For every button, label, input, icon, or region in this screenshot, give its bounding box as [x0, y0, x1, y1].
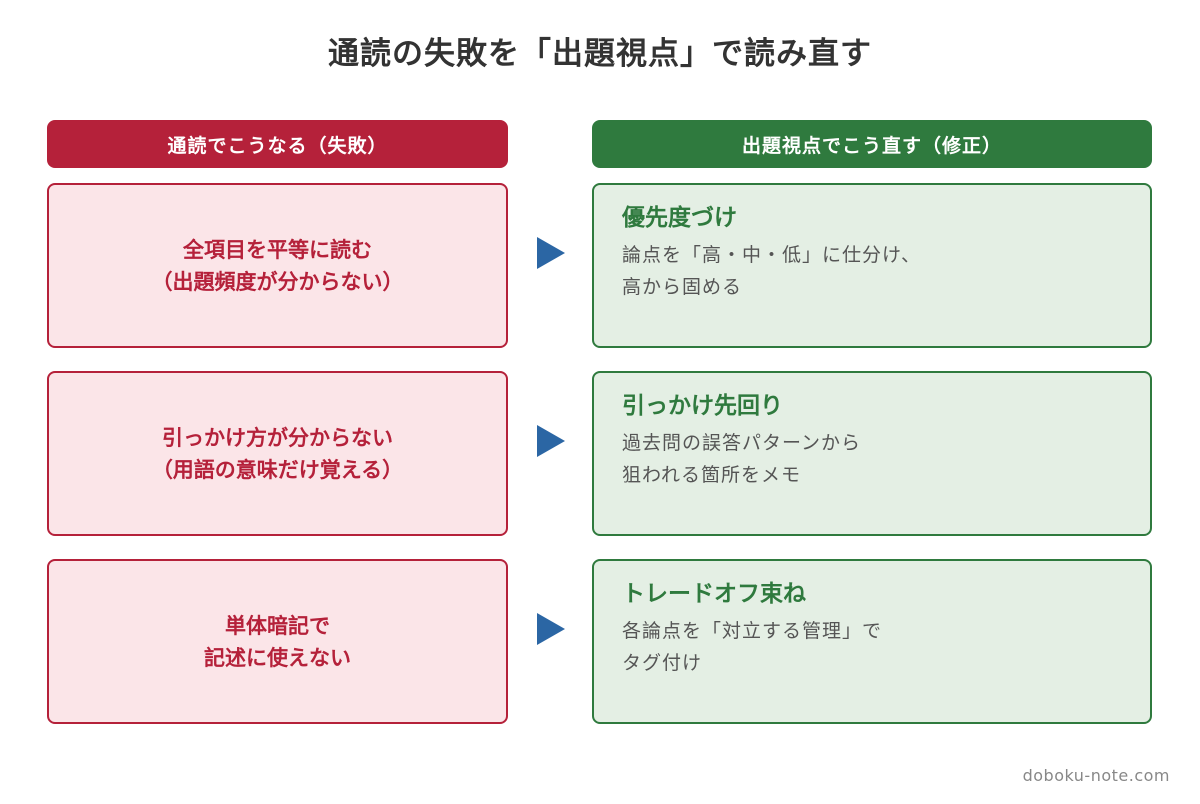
fail-box-1: 全項目を平等に読む （出題頻度が分からない） — [47, 183, 508, 348]
fail-text-1: 全項目を平等に読む （出題頻度が分からない） — [151, 237, 404, 294]
fix-box-2: 引っかけ先回り 過去問の誤答パターンから 狙われる箇所をメモ — [592, 371, 1152, 536]
fix-box-1: 優先度づけ 論点を「高・中・低」に仕分け、 高から固める — [592, 183, 1152, 348]
page-title: 通読の失敗を「出題視点」で読み直す — [328, 36, 872, 72]
fix-desc-2: 過去問の誤答パターンから 狙われる箇所をメモ — [622, 432, 862, 486]
right-triangle-arrow-icon — [537, 237, 565, 269]
fix-title-1: 優先度づけ — [622, 205, 737, 231]
fail-column-header: 通読でこうなる（失敗） — [47, 120, 508, 168]
fix-desc-3: 各論点を「対立する管理」で タグ付け — [622, 620, 883, 674]
fix-title-2: 引っかけ先回り — [622, 393, 783, 419]
site-credit: doboku-note.com — [1022, 766, 1170, 785]
fix-title-3: トレードオフ束ね — [622, 581, 806, 607]
right-triangle-arrow-icon — [537, 613, 565, 645]
fix-desc-1: 論点を「高・中・低」に仕分け、 高から固める — [622, 244, 922, 298]
right-triangle-arrow-icon — [537, 425, 565, 457]
fail-box-3: 単体暗記で 記述に使えない — [47, 559, 508, 724]
fix-box-3: トレードオフ束ね 各論点を「対立する管理」で タグ付け — [592, 559, 1152, 724]
fix-column-header: 出題視点でこう直す（修正） — [592, 120, 1152, 168]
fail-text-3: 単体暗記で 記述に使えない — [204, 613, 351, 670]
fail-text-2: 引っかけ方が分からない （用語の意味だけ覚える） — [151, 425, 404, 482]
fail-box-2: 引っかけ方が分からない （用語の意味だけ覚える） — [47, 371, 508, 536]
